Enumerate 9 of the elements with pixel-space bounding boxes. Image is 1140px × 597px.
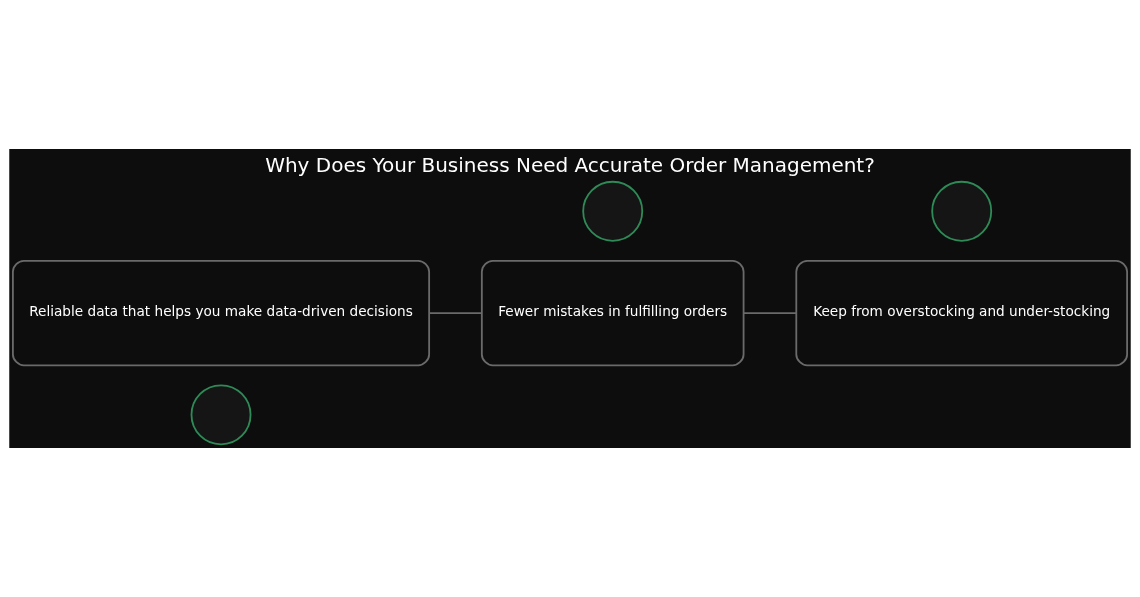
- node-box: Reliable data that helps you make data-driven decisions: [12, 259, 431, 367]
- node-box: Fewer mistakes in fulfilling orders: [480, 259, 745, 367]
- diagram-title: Why Does Your Business Need Accurate Order Management?: [265, 153, 875, 178]
- node-circle: [582, 180, 644, 242]
- node-circle: [190, 384, 252, 446]
- connector: [428, 312, 483, 314]
- node-box: Keep from overstocking and under-stocking: [795, 259, 1128, 367]
- node-circle: [931, 180, 993, 242]
- connector: [742, 312, 798, 314]
